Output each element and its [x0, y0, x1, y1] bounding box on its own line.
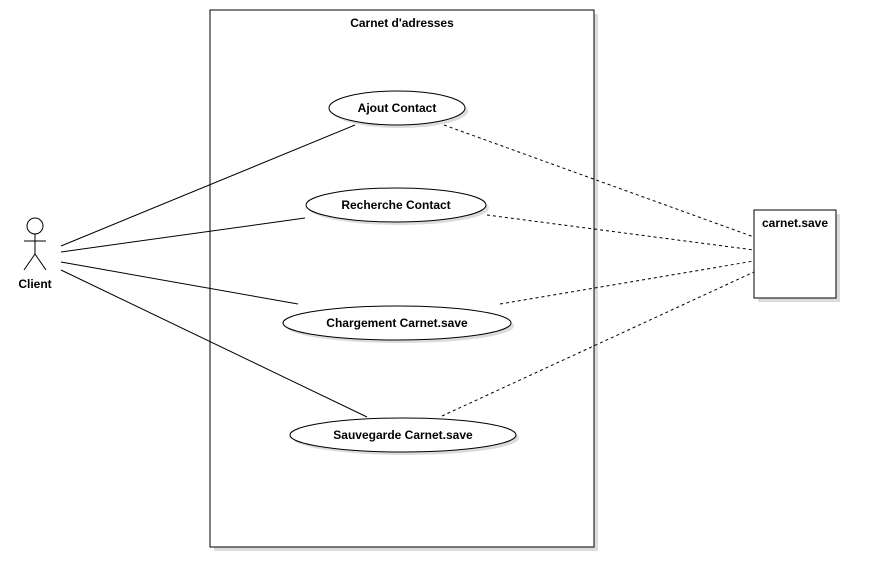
artifact-label: carnet.save — [762, 216, 828, 230]
use-case-sauvegarde-carnet[interactable]: Sauvegarde Carnet.save — [289, 417, 519, 455]
use-case-ellipse — [289, 417, 517, 453]
use-case-recherche-contact[interactable]: Recherche Contact — [305, 187, 489, 225]
use-case-ellipse — [282, 305, 512, 341]
actor-label: Client — [18, 277, 51, 291]
actor-client[interactable]: Client — [18, 217, 52, 291]
use-case-chargement-carnet[interactable]: Chargement Carnet.save — [282, 305, 514, 343]
stick-figure-icon — [23, 217, 47, 271]
use-case-label: Sauvegarde Carnet.save — [333, 428, 473, 442]
actor-right-leg — [34, 253, 47, 271]
artifact-carnet-save[interactable]: carnet.save — [753, 209, 840, 302]
association-ajout-contact — [60, 124, 356, 247]
use-case-ellipse — [328, 90, 466, 126]
use-case-label: Chargement Carnet.save — [326, 316, 468, 330]
system-title: Carnet d'adresses — [350, 16, 454, 30]
use-case-ajout-contact[interactable]: Ajout Contact — [328, 90, 468, 128]
use-case-label: Ajout Contact — [358, 101, 437, 115]
use-case-ellipse — [305, 187, 487, 223]
dependency-recherche-contact — [486, 214, 755, 251]
dependency-chargement — [499, 260, 755, 305]
artifact-box — [753, 209, 837, 299]
association-chargement — [60, 261, 299, 305]
actor-head — [26, 217, 44, 235]
use-case-label: Recherche Contact — [341, 198, 450, 212]
actor-left-leg — [23, 253, 36, 271]
dependency-ajout-contact — [443, 124, 755, 238]
association-sauvegarde — [60, 269, 368, 418]
association-recherche-contact — [60, 217, 306, 253]
